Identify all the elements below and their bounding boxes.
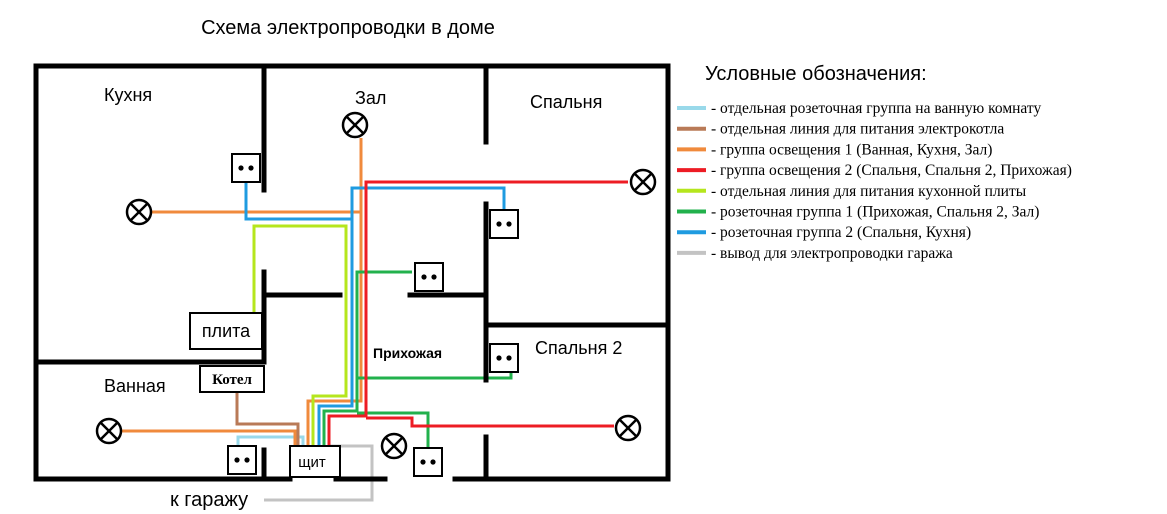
legend-item: - розеточная группа 1 (Прихожая, Спальня… (677, 204, 1039, 221)
socket-icon-hall (414, 262, 444, 292)
legend-label: - отдельная линия для питания кухонной п… (711, 183, 1027, 200)
legend-title: Условные обозначения: (705, 63, 927, 85)
room-label-hallway: Прихожая (373, 345, 442, 361)
room-label-bedroom2: Спальня 2 (535, 338, 622, 358)
room-label-bathroom: Ванная (104, 376, 166, 396)
panel-label: щит (298, 454, 326, 471)
wire-bath-sockets (236, 435, 305, 446)
wire-stove (252, 224, 348, 446)
legend-items: - отдельная розеточная группа на ванную … (677, 100, 1072, 262)
socket-icon-bathroom (227, 445, 257, 475)
electrical-panel: щит (289, 445, 341, 478)
legend-item: - отдельная линия для питания электрокот… (677, 121, 1004, 138)
lamp-icon-hallway (380, 432, 408, 460)
stove-label: плита (202, 321, 251, 341)
legend-label: - отдельная линия для питания электрокот… (711, 121, 1004, 138)
socket-icon-bedroom (489, 209, 519, 239)
legend-item: - вывод для электропроводки гаража (677, 245, 953, 262)
boiler-label: Котел (212, 372, 252, 388)
wire-lighting-2 (327, 180, 628, 446)
wire-garage (264, 444, 374, 502)
wire-sockets-1-hallway (357, 411, 430, 448)
boiler-box: Котел (199, 365, 265, 393)
wire-sockets-1 (322, 270, 412, 446)
legend-label: - группа освещения 2 (Спальня, Спальня 2… (711, 162, 1072, 179)
legend-label: - вывод для электропроводки гаража (711, 245, 953, 262)
garage-label: к гаражу (170, 489, 248, 511)
wire-lighting-2-bedroom2 (366, 416, 614, 428)
wire-lighting-1-trunk (306, 138, 363, 446)
stove-box: плита (189, 312, 263, 350)
legend-item: - отдельная розеточная группа на ванную … (677, 100, 1041, 117)
diagram-title: Схема электропроводки в доме (201, 17, 495, 39)
legend-item: - группа освещения 1 (Ванная, Кухня, Зал… (677, 141, 992, 158)
legend-item: - группа освещения 2 (Спальня, Спальня 2… (677, 162, 1072, 179)
legend-label: - отдельная розеточная группа на ванную … (711, 100, 1041, 117)
legend: Условные обозначения: - отдельная розето… (677, 63, 1072, 262)
lamp-icon-bathroom (95, 417, 123, 445)
lamp-icon-bedroom (629, 168, 657, 196)
room-label-kitchen: Кухня (104, 85, 152, 105)
legend-label: - розеточная группа 2 (Спальня, Кухня) (711, 224, 971, 241)
legend-item: - отдельная линия для питания кухонной п… (677, 183, 1027, 200)
legend-label: - группа освещения 1 (Ванная, Кухня, Зал… (711, 141, 992, 158)
legend-item: - розеточная группа 2 (Спальня, Кухня) (677, 224, 971, 241)
lamp-icon-hall (341, 111, 369, 139)
legend-label: - розеточная группа 1 (Прихожая, Спальня… (711, 204, 1039, 221)
socket-icon-hallway (413, 447, 443, 477)
lamp-icon-kitchen (125, 198, 153, 226)
wire-sockets-2-kitchen (244, 182, 352, 221)
socket-icon-bedroom2 (489, 343, 519, 373)
wire-sockets-2 (317, 186, 506, 446)
wire-lighting-1-bath (118, 429, 297, 446)
wire-boiler (235, 392, 300, 446)
room-label-hall: Зал (355, 88, 386, 108)
room-label-bedroom: Спальня (530, 92, 602, 112)
lamp-icon-bedroom2 (614, 414, 642, 442)
socket-icon-kitchen (231, 153, 261, 183)
